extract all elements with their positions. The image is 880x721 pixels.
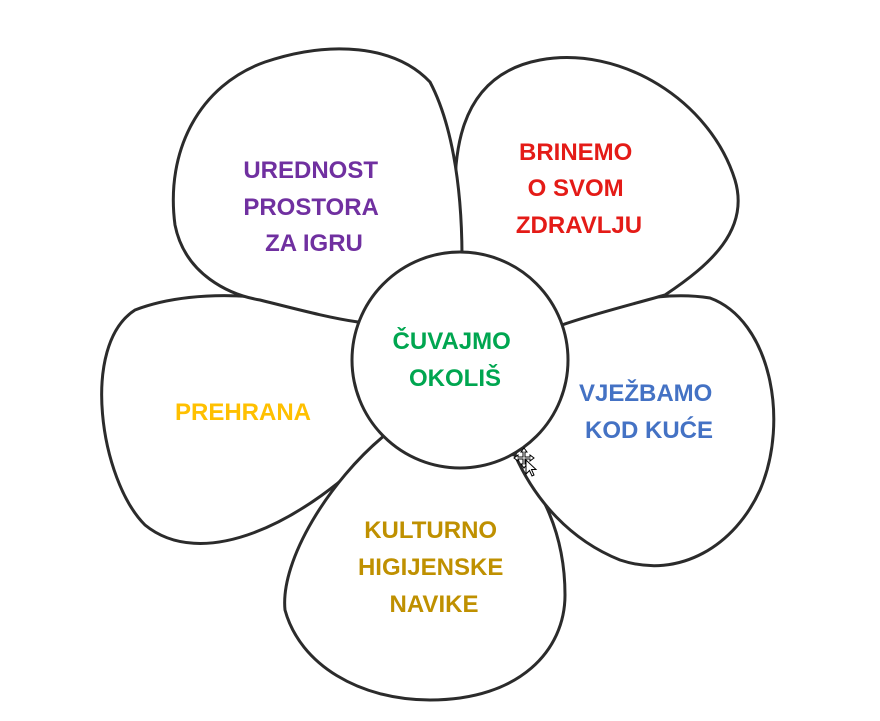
label-line: ZDRAVLJU [516, 212, 642, 239]
label-line: PREHRANA [175, 399, 311, 426]
label-bottom: KULTURNO HIGIJENSKE NAVIKE [358, 517, 510, 618]
label-line: KULTURNO [364, 517, 497, 544]
petal-right [513, 294, 776, 568]
label-line: KOD KUĆE [585, 416, 713, 444]
label-line: UREDNOST [243, 157, 378, 184]
label-line: BRINEMO [519, 139, 632, 166]
move-cursor-icon [513, 447, 538, 477]
center-circle [350, 250, 570, 470]
label-line: HIGIJENSKE [358, 554, 503, 581]
label-center: ČUVAJMO OKOLIŠ [393, 327, 518, 392]
label-line: OKOLIŠ [409, 364, 501, 392]
label-line: VJEŽBAMO [579, 379, 712, 407]
label-right: VJEŽBAMO KOD KUĆE [579, 379, 719, 444]
petal-top-right [453, 56, 740, 327]
petal-top-left [171, 47, 464, 324]
petal-bottom [283, 433, 567, 702]
label-top-left: UREDNOST PROSTORA ZA IGRU [243, 157, 384, 257]
label-line: PROSTORA [243, 194, 378, 221]
label-line: ZA IGRU [265, 230, 363, 257]
label-top-right: BRINEMO O SVOM ZDRAVLJU [516, 139, 642, 239]
label-left: PREHRANA [175, 399, 311, 426]
label-line: ČUVAJMO [393, 327, 511, 355]
label-line: O SVOM [528, 175, 624, 202]
label-line: NAVIKE [390, 591, 479, 618]
